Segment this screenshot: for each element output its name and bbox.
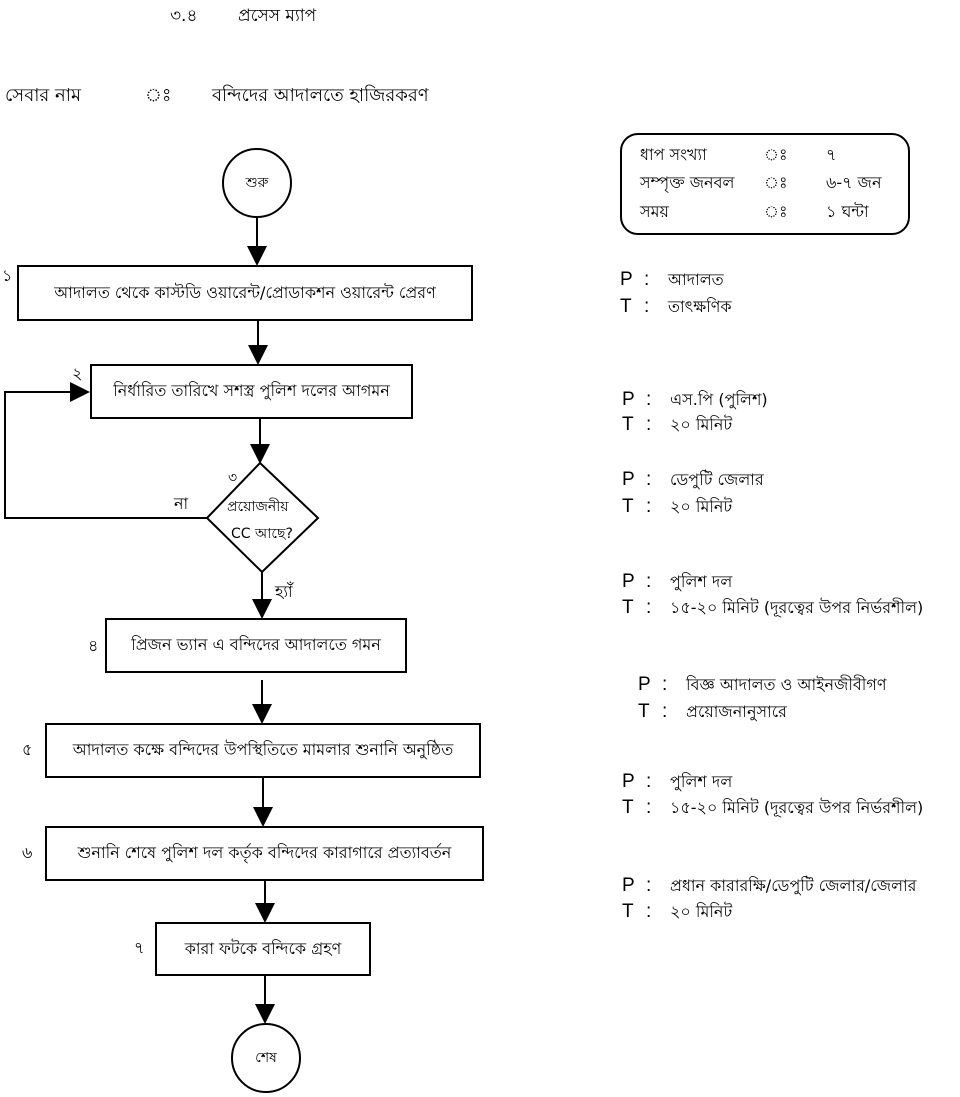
pt-person-2: P:এস.পি (পুলিশ) — [622, 389, 768, 410]
summary-label: সম্পৃক্ত জনবল — [640, 173, 735, 192]
pt-person-5: P:বিজ্ঞ আদালত ও আইনজীবীগণ — [638, 674, 887, 695]
section-title: প্রসেস ম্যাপ — [238, 6, 317, 26]
section-number: ৩.৪ — [170, 6, 198, 26]
service-value: বন্দিদের আদালতে হাজিরকরণ — [212, 85, 429, 106]
pt-person-4: P:পুলিশ দল — [622, 571, 733, 592]
step-number-7: ৭ — [134, 938, 145, 957]
service-label: সেবার নাম — [5, 85, 82, 106]
service-colon: ঃ — [145, 85, 172, 106]
pt-time-5: T:প্রয়োজনানুসারে — [638, 701, 787, 722]
pt-person-1: P:আদালত — [620, 269, 724, 290]
step-number-6: ৬ — [22, 843, 33, 862]
pt-time-1: T:তাৎক্ষণিক — [620, 296, 732, 317]
summary-colon: ঃ — [764, 173, 788, 192]
step-number-2: ২ — [72, 364, 83, 383]
no-label: না — [174, 494, 189, 513]
pt-person-6: P:পুলিশ দল — [622, 771, 733, 792]
yes-label: হ্যাঁ — [275, 582, 293, 601]
summary-label: ধাপ সংখ্যা — [640, 145, 707, 164]
summary-value: ১ ঘন্টা — [826, 202, 869, 221]
step-number-1: ১ — [2, 266, 13, 285]
step-number-3: ৩ — [228, 470, 238, 486]
summary-box — [620, 133, 910, 235]
step-number-5: ৫ — [22, 740, 33, 759]
pt-person-3: P:ডেপুটি জেলার — [622, 469, 764, 490]
step-6-box: শুনানি শেষে পুলিশ দল কর্তৃক বন্দিদের কার… — [45, 826, 484, 881]
decision-diamond — [205, 461, 320, 574]
step-7-box: কারা ফটকে বন্দিকে গ্রহণ — [155, 922, 371, 976]
pt-time-4: T:১৫-২০ মিনিট (দূরত্বের উপর নির্ভরশীল) — [622, 597, 924, 618]
summary-value: ৬-৭ জন — [826, 173, 882, 192]
pt-time-6: T:১৫-২০ মিনিট (দূরত্বের উপর নির্ভরশীল) — [622, 797, 924, 818]
summary-value: ৭ — [826, 145, 837, 164]
decision-line-1: প্রয়োজনীয় — [227, 499, 289, 515]
arrow-no-loop — [4, 382, 207, 519]
pt-time-2: T:২০ মিনিট — [622, 414, 733, 435]
end-node: শেষ — [231, 1023, 301, 1093]
summary-colon: ঃ — [764, 202, 788, 221]
step-number-4: ৪ — [88, 636, 99, 655]
step-2-box: নির্ধারিত তারিখে সশস্ত্র পুলিশ দলের আগমন — [90, 364, 413, 419]
start-node: শুরু — [222, 148, 292, 218]
step-4-box: প্রিজন ভ্যান এ বন্দিদের আদালতে গমন — [105, 618, 407, 673]
step-1-box: আদালত থেকে কাস্টডি ওয়ারেন্ট/প্রোডাকশন ও… — [17, 265, 473, 321]
pt-time-7: T:২০ মিনিট — [622, 901, 733, 922]
summary-colon: ঃ — [764, 145, 788, 164]
decision-line-2: CC আছে? — [231, 526, 293, 542]
step-5-box: আদালত কক্ষে বন্দিদের উপস্থিতিতে মামলার শ… — [45, 723, 481, 778]
pt-time-3: T:২০ মিনিট — [622, 496, 733, 517]
summary-label: সময় — [640, 202, 669, 221]
pt-person-7: P:প্রধান কারারক্ষি/ডেপুটি জেলার/জেলার — [622, 875, 917, 896]
